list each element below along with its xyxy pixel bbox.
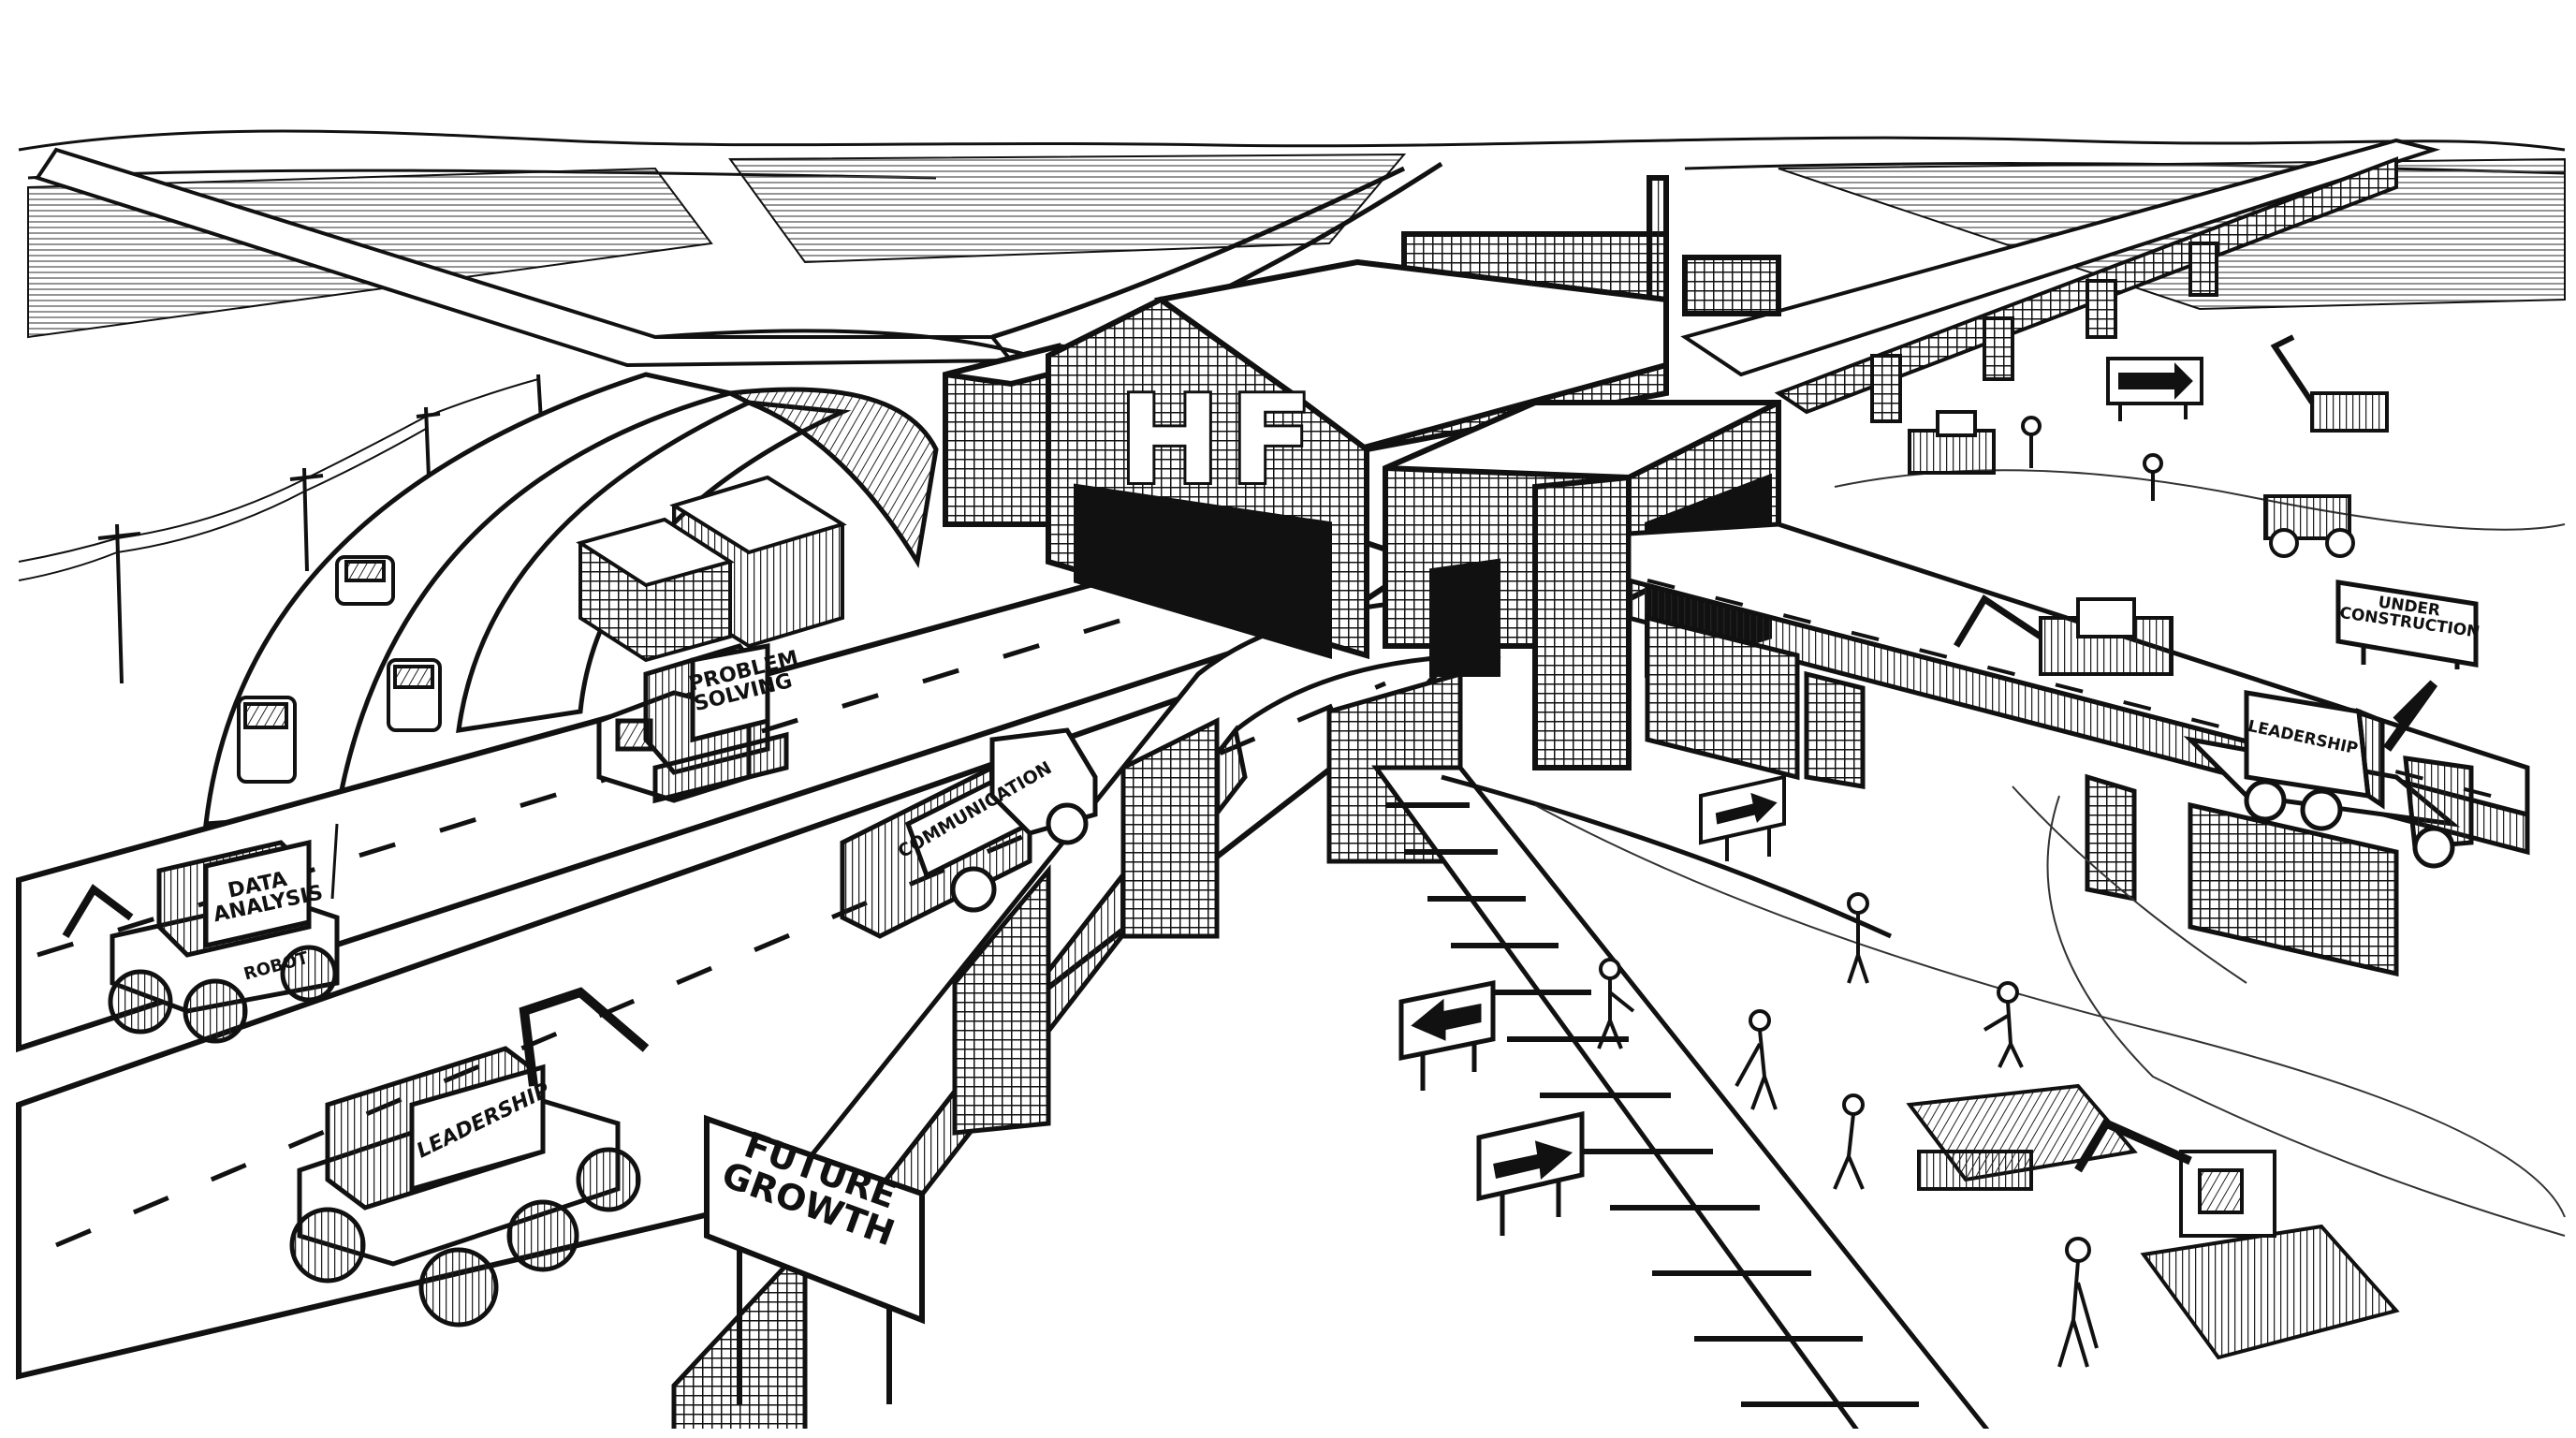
worker xyxy=(2021,416,2042,468)
car-2 xyxy=(387,658,442,732)
bulldozer-far xyxy=(1908,410,1996,475)
car-3 xyxy=(237,696,297,784)
future-growth-sign xyxy=(704,1114,925,1404)
cargo-containers xyxy=(576,475,847,663)
tractor xyxy=(2263,494,2355,558)
right-highway xyxy=(1680,138,2441,423)
worker xyxy=(1734,1009,1778,1110)
under-construction-sign xyxy=(2335,580,2479,669)
car-1 xyxy=(335,555,395,606)
arrow-sign-left xyxy=(1398,979,1496,1091)
arrow-sign-right xyxy=(1476,1110,1585,1236)
bridge-excavator xyxy=(1953,594,2174,676)
construction-machines xyxy=(1906,334,2400,1360)
construction-workers xyxy=(1597,416,2163,1368)
worker xyxy=(1983,981,2024,1068)
excavator-near xyxy=(2074,1118,2400,1360)
leadership-robot xyxy=(289,987,650,1328)
worker xyxy=(1597,958,1635,1049)
worker xyxy=(2057,1237,2099,1368)
data-analysis-robot xyxy=(62,823,340,1044)
worker xyxy=(2143,453,2163,501)
worker xyxy=(1833,1093,1865,1190)
worker xyxy=(1847,892,1869,984)
excavator-far xyxy=(2270,334,2389,433)
power-lines xyxy=(18,374,543,684)
arrow-sign-top-right xyxy=(2106,357,2203,421)
railway-track xyxy=(1371,765,1998,1438)
dump-trailer xyxy=(1906,1083,2138,1191)
small-cars xyxy=(237,555,442,784)
arrow-sign-center xyxy=(1699,774,1786,861)
leadership-crane-truck xyxy=(2183,680,2474,869)
problem-solving-truck xyxy=(596,642,789,804)
communication-truck xyxy=(840,727,1098,939)
